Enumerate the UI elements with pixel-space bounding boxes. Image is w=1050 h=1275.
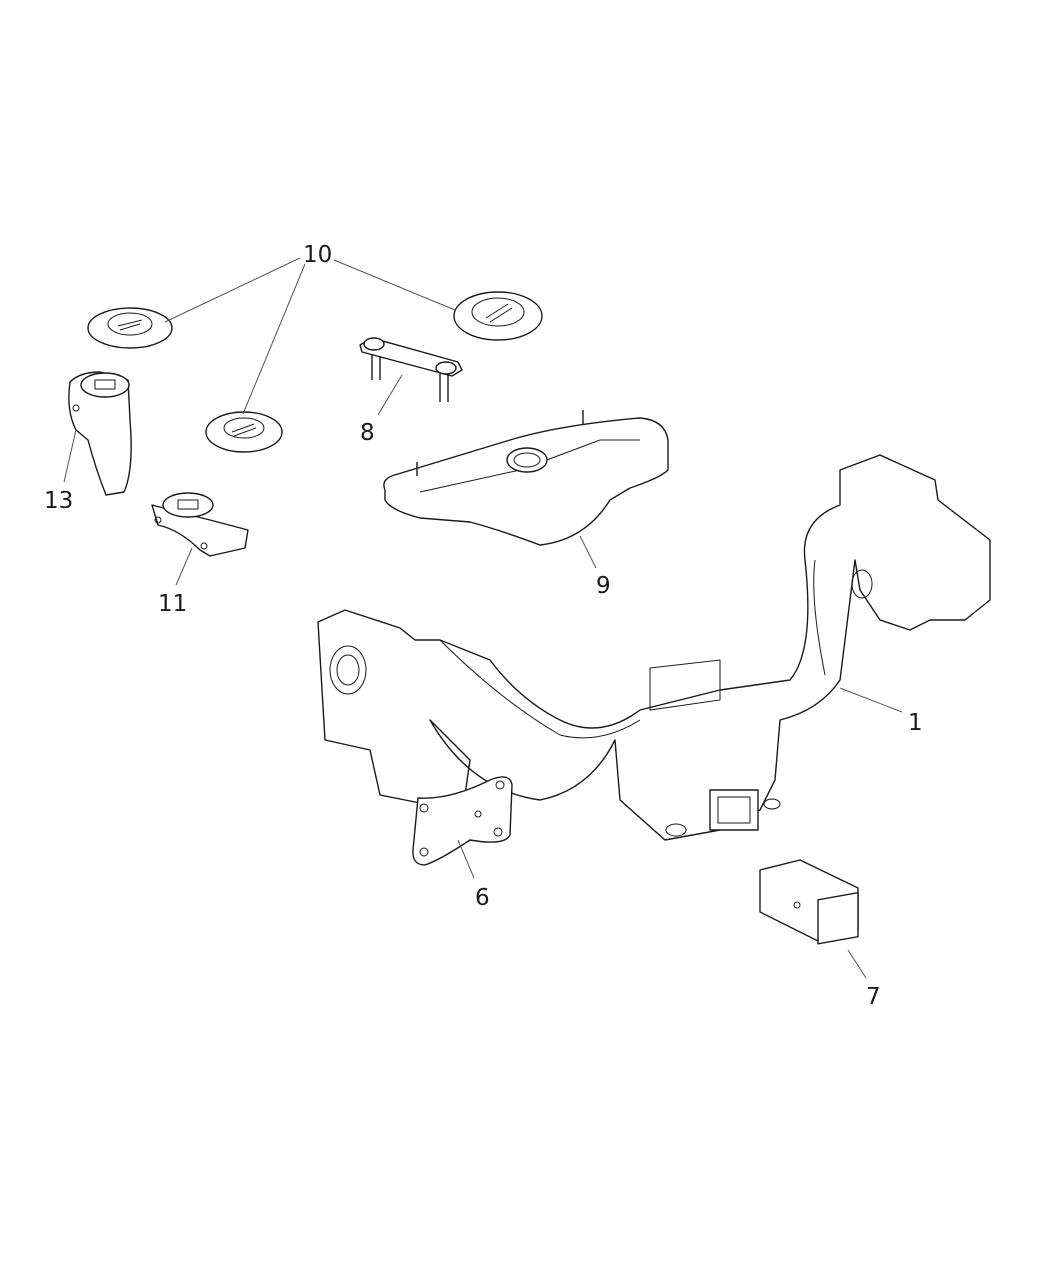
callout-7: 7 <box>866 984 881 1010</box>
leader-11 <box>175 547 193 586</box>
part-10-grommet-center <box>205 411 283 453</box>
part-6-plate <box>412 776 513 866</box>
leader-7 <box>847 949 867 979</box>
leader-13 <box>63 429 77 483</box>
leader-10-center <box>242 263 306 415</box>
callout-11: 11 <box>158 591 187 617</box>
leader-1 <box>839 687 903 713</box>
leader-6 <box>457 839 475 879</box>
callout-13: 13 <box>44 488 73 514</box>
part-8-stud-plate <box>359 337 463 402</box>
leader-8 <box>377 374 403 416</box>
part-1-hitch-receiver <box>317 454 991 841</box>
callout-8: 8 <box>360 420 375 446</box>
part-7-receiver-insert <box>759 859 859 945</box>
part-11-bracket <box>151 492 249 557</box>
leader-9 <box>579 535 597 569</box>
part-10-grommet-right <box>453 291 543 341</box>
callout-6: 6 <box>475 885 490 911</box>
leader-lines <box>63 257 903 979</box>
part-13-bracket <box>68 371 132 496</box>
part-10-grommet-left <box>87 307 173 349</box>
part-9-bracket <box>383 410 669 546</box>
callout-1: 1 <box>908 710 923 736</box>
leader-10-left <box>164 257 301 323</box>
leader-10-right <box>333 259 456 311</box>
callout-9: 9 <box>596 573 611 599</box>
callout-10: 10 <box>303 242 332 268</box>
